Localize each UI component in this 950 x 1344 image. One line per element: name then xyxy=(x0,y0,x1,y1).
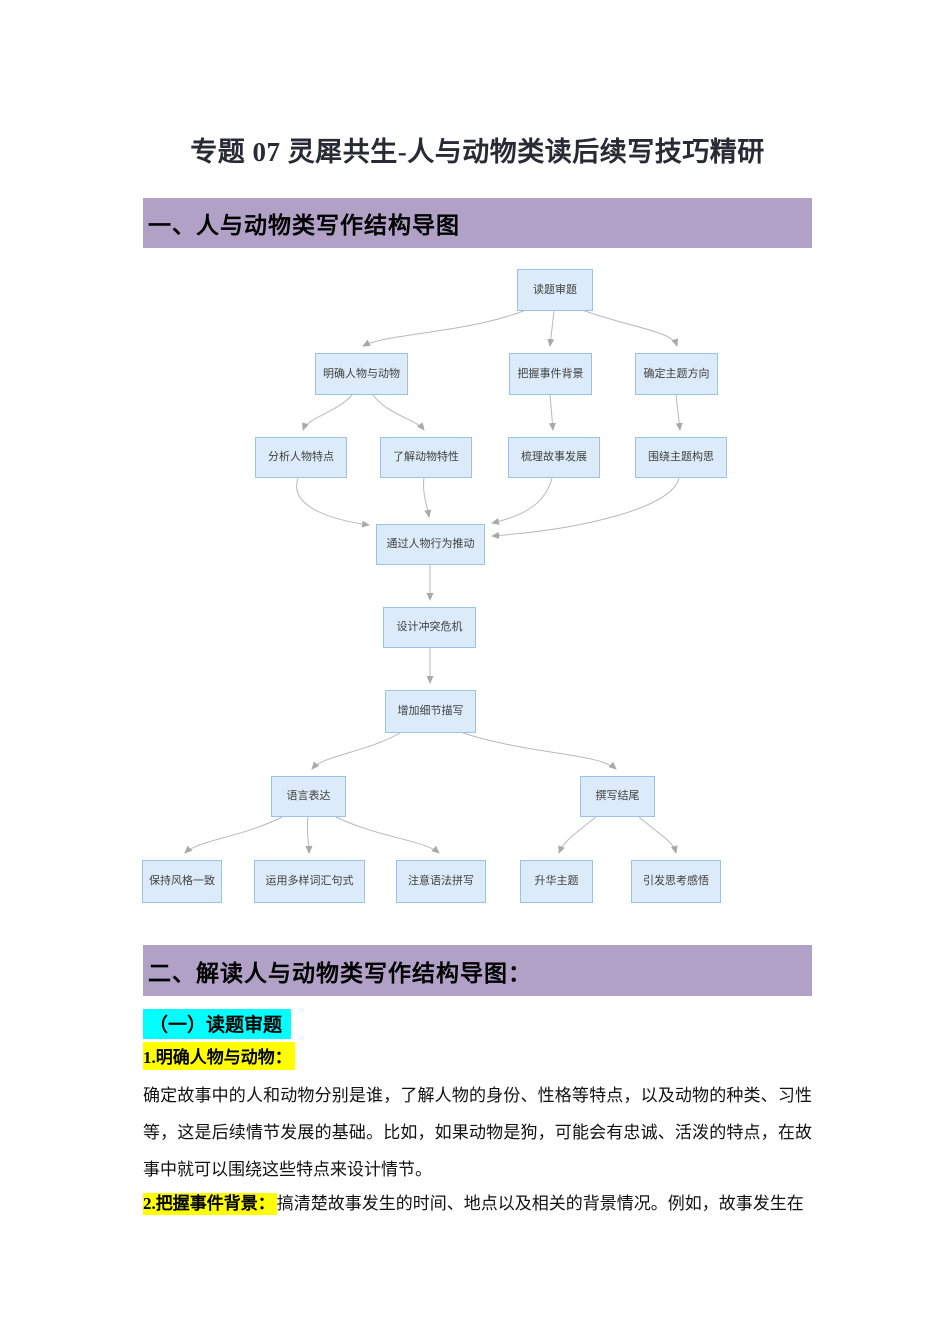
flow-node-label: 围绕主题构思 xyxy=(648,451,714,464)
section-2-banner: 二、解读人与动物类写作结构导图： xyxy=(143,945,812,996)
flow-node-identify-characters: 明确人物与动物 xyxy=(315,353,408,395)
flow-node-label: 确定主题方向 xyxy=(643,367,710,380)
flow-node-label: 撰写结尾 xyxy=(595,790,640,803)
flow-node-label: 语言表达 xyxy=(286,790,331,803)
edge-themeconception-drivebybehavior xyxy=(491,477,680,539)
flow-node-drive-by-behavior: 通过人物行为推动 xyxy=(376,524,485,565)
flow-node-grammar-spelling: 注意语法拼写 xyxy=(396,860,486,903)
section-1-heading: 一、人与动物类写作结构导图 xyxy=(148,212,460,238)
edge-analyzecharacter-drivebybehavior xyxy=(296,477,370,528)
edge-understandanimal-drivebybehavior xyxy=(423,477,432,518)
flow-node-label: 设计冲突危机 xyxy=(396,621,463,634)
flow-node-analyze-character: 分析人物特点 xyxy=(255,437,347,478)
edge-identifycharacters-analyzecharacter xyxy=(302,394,353,431)
flow-node-label: 通过人物行为推动 xyxy=(386,538,475,551)
item-2-paragraph: 2.把握事件背景：搞清楚故事发生的时间、地点以及相关的背景情况。例如，故事发生在 xyxy=(143,1185,812,1222)
edge-language-keepstyle xyxy=(184,816,283,854)
flow-node-write-ending: 撰写结尾 xyxy=(580,776,655,817)
flow-node-theme-conception: 围绕主题构思 xyxy=(635,437,727,478)
flow-node-label: 升华主题 xyxy=(534,875,579,888)
edge-writeending-provokethought xyxy=(638,816,678,854)
page-title: 专题 07 灵犀共生-人与动物类读后续写技巧精研 xyxy=(190,137,765,167)
edge-sortstory-drivebybehavior xyxy=(491,477,553,525)
flow-node-label: 把握事件背景 xyxy=(517,367,584,380)
flow-node-label: 增加细节描写 xyxy=(397,705,464,718)
flow-node-language: 语言表达 xyxy=(271,776,346,817)
edge-adddetails-writeending xyxy=(462,732,617,770)
flowchart-edges xyxy=(184,309,683,854)
section-2-heading: 二、解读人与动物类写作结构导图： xyxy=(148,959,532,986)
flow-node-label: 保持风格一致 xyxy=(149,875,215,888)
subheading-read-question: （一）读题审题 xyxy=(143,1009,292,1039)
edge-readquestion-determinetheme xyxy=(581,309,679,347)
flow-node-keep-style: 保持风格一致 xyxy=(142,860,222,903)
flow-node-label: 引发思考感悟 xyxy=(643,875,709,888)
flow-node-sublimate-theme: 升华主题 xyxy=(520,860,593,903)
flow-node-label: 了解动物特性 xyxy=(393,451,459,464)
item-2-label: 2.把握事件背景： xyxy=(143,1193,277,1215)
flow-node-label: 明确人物与动物 xyxy=(323,367,400,380)
flow-node-label: 读题审题 xyxy=(533,283,577,296)
flow-node-varied-vocab: 运用多样词汇句式 xyxy=(254,860,365,903)
edge-readquestion-graspbackground xyxy=(547,310,555,347)
edge-determinetheme-themeconception xyxy=(675,394,683,431)
flow-node-add-details: 增加细节描写 xyxy=(385,690,476,733)
edge-language-variedvocab xyxy=(305,816,313,854)
flow-node-label: 运用多样词汇句式 xyxy=(265,875,354,888)
flow-node-label: 梳理故事发展 xyxy=(521,451,587,464)
item-2-text: 搞清楚故事发生的时间、地点以及相关的背景情况。例如，故事发生在 xyxy=(276,1194,804,1213)
item-1-paragraph: 确定故事中的人和动物分别是谁，了解人物的身份、性格等特点，以及动物的种类、习性等… xyxy=(143,1086,812,1179)
edge-writeending-sublimatetheme xyxy=(558,816,597,854)
section-1-banner: 一、人与动物类写作结构导图 xyxy=(143,198,812,248)
flow-node-label: 注意语法拼写 xyxy=(408,875,474,888)
flow-node-sort-story: 梳理故事发展 xyxy=(508,437,600,478)
flow-node-label: 分析人物特点 xyxy=(268,451,334,464)
flow-node-provoke-thought: 引发思考感悟 xyxy=(631,860,721,903)
edge-identifycharacters-understandanimal xyxy=(372,394,425,431)
edge-readquestion-identifycharacters xyxy=(362,309,527,347)
writing-structure-flowchart: 读题审题 明确人物与动物 把握事件背景 确定主题方向 分析人物特点 了解动物特性… xyxy=(130,255,830,915)
flow-node-read-question: 读题审题 xyxy=(517,269,593,311)
flow-node-grasp-background: 把握事件背景 xyxy=(509,353,592,395)
edge-language-grammarspelling xyxy=(335,816,440,854)
edge-graspbackground-sortstory xyxy=(548,394,556,431)
edge-adddetails-language xyxy=(311,732,401,770)
item-1-label: 1.明确人物与动物： xyxy=(143,1042,295,1070)
flow-node-design-conflict: 设计冲突危机 xyxy=(383,607,476,648)
flow-node-determine-theme: 确定主题方向 xyxy=(635,353,718,395)
flow-node-understand-animal: 了解动物特性 xyxy=(380,437,472,478)
